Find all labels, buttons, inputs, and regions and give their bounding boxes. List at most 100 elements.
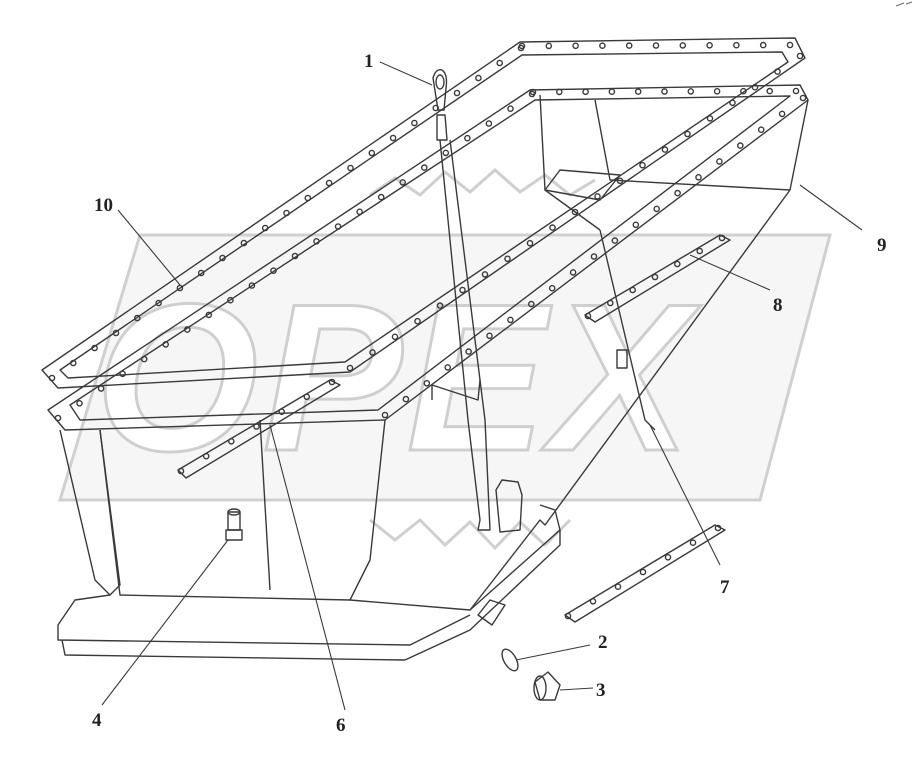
bolt-hole	[689, 539, 697, 547]
bolt-hole	[571, 208, 579, 216]
bolt-hole	[714, 524, 722, 532]
bolt-hole	[584, 312, 592, 320]
drain-plug-part-3	[533, 671, 561, 701]
bolt-hole	[278, 408, 286, 416]
callout-8: 8	[773, 295, 783, 316]
bolt-hole	[718, 234, 726, 242]
bolt-hole	[325, 179, 333, 187]
bolt-hole	[70, 359, 77, 367]
bolt-hole	[632, 221, 640, 229]
bolt-hole	[679, 42, 687, 49]
bolt-hole	[97, 385, 105, 392]
gasket-part-10	[41, 37, 806, 389]
bolt-hole	[459, 286, 466, 294]
bolt-hole	[796, 52, 804, 60]
bolt-hole	[219, 254, 226, 262]
bolt-hole	[486, 332, 493, 340]
bolt-hole	[248, 282, 256, 289]
watermark-text: OPEX	[95, 260, 701, 495]
bolt-hole	[664, 554, 672, 561]
bolt-hole	[420, 164, 428, 171]
bolt-hole	[674, 189, 681, 197]
bolt-hole	[716, 158, 723, 165]
bolt-hole	[614, 583, 622, 591]
bolt-hole	[661, 146, 669, 153]
bolt-hole	[444, 364, 452, 371]
bolt-hole	[526, 239, 534, 247]
bolt-hole	[589, 598, 597, 605]
bolt-hole	[48, 374, 56, 382]
bolt-hole	[507, 316, 514, 324]
callout-7: 7	[720, 577, 730, 598]
bolt-hole	[346, 364, 354, 372]
bolt-hole	[253, 423, 260, 430]
bolt-hole	[369, 349, 376, 356]
bolt-hole	[377, 193, 385, 201]
bolt-hole	[759, 41, 767, 49]
line-art	[41, 37, 863, 711]
callout-2: 2	[598, 632, 608, 653]
bolt-hole	[133, 314, 141, 322]
bolt-hole	[504, 255, 511, 263]
bolt-hole	[572, 42, 579, 50]
bolt-hole	[507, 105, 514, 112]
bolt-hole	[608, 88, 616, 95]
bolt-hole	[140, 355, 148, 363]
bolt-hole	[652, 42, 660, 49]
bolt-hole	[270, 267, 277, 275]
bolt-hole	[569, 269, 577, 276]
bolt-hole	[674, 260, 681, 268]
bolt-hole	[177, 467, 185, 475]
bolt-hole	[485, 120, 493, 127]
bolt-hole	[313, 237, 320, 245]
bolt-hole	[548, 284, 556, 292]
bolt-hole	[334, 223, 342, 230]
bolt-hole	[695, 173, 702, 181]
bolt-hole	[611, 237, 619, 244]
bolt-hole	[651, 273, 659, 281]
bolt-hole	[757, 126, 765, 133]
bolt-hole	[283, 209, 290, 217]
bolt-hole	[436, 302, 444, 309]
bolt-hole	[684, 130, 691, 138]
bolt-part-4	[225, 508, 243, 541]
callout-9: 9	[877, 235, 887, 256]
oil-pan-part-9	[47, 84, 809, 661]
bolt-hole	[496, 59, 504, 67]
bolt-hole	[713, 88, 721, 95]
bolt-hole	[529, 88, 537, 96]
bolt-hole	[778, 110, 786, 118]
callout-10: 10	[94, 195, 113, 216]
bolt-hole	[549, 224, 556, 231]
bolt-hole	[347, 164, 354, 172]
opex-watermark: OPEX	[57, 168, 832, 551]
bolt-hole	[389, 134, 397, 142]
bolt-hole	[402, 395, 410, 403]
bolt-hole	[183, 326, 191, 333]
callout-6: 6	[336, 715, 346, 736]
bolt-hole	[706, 115, 714, 122]
stiffener-part-7	[564, 524, 726, 623]
bolt-hole	[733, 41, 740, 49]
bolt-hole	[564, 612, 572, 620]
bolt-hole	[545, 42, 553, 50]
bolt-hole	[442, 149, 450, 157]
bolt-hole	[411, 119, 418, 127]
leader-lines	[101, 61, 863, 711]
bolt-hole	[590, 253, 598, 260]
bolt-hole	[639, 568, 647, 576]
bolt-hole	[696, 247, 704, 255]
corner-mark	[895, 1, 913, 7]
bolt-hole	[475, 74, 482, 82]
bolt-hole	[465, 348, 472, 355]
bolt-hole	[774, 68, 781, 75]
bolt-hole	[607, 299, 614, 307]
bolt-hole	[381, 411, 389, 419]
bolt-hole	[729, 99, 736, 107]
bolt-hole	[91, 344, 98, 352]
bolt-hole	[799, 94, 807, 102]
bolt-hole	[414, 317, 421, 325]
bolt-hole	[423, 379, 431, 387]
bolt-hole	[54, 414, 62, 422]
